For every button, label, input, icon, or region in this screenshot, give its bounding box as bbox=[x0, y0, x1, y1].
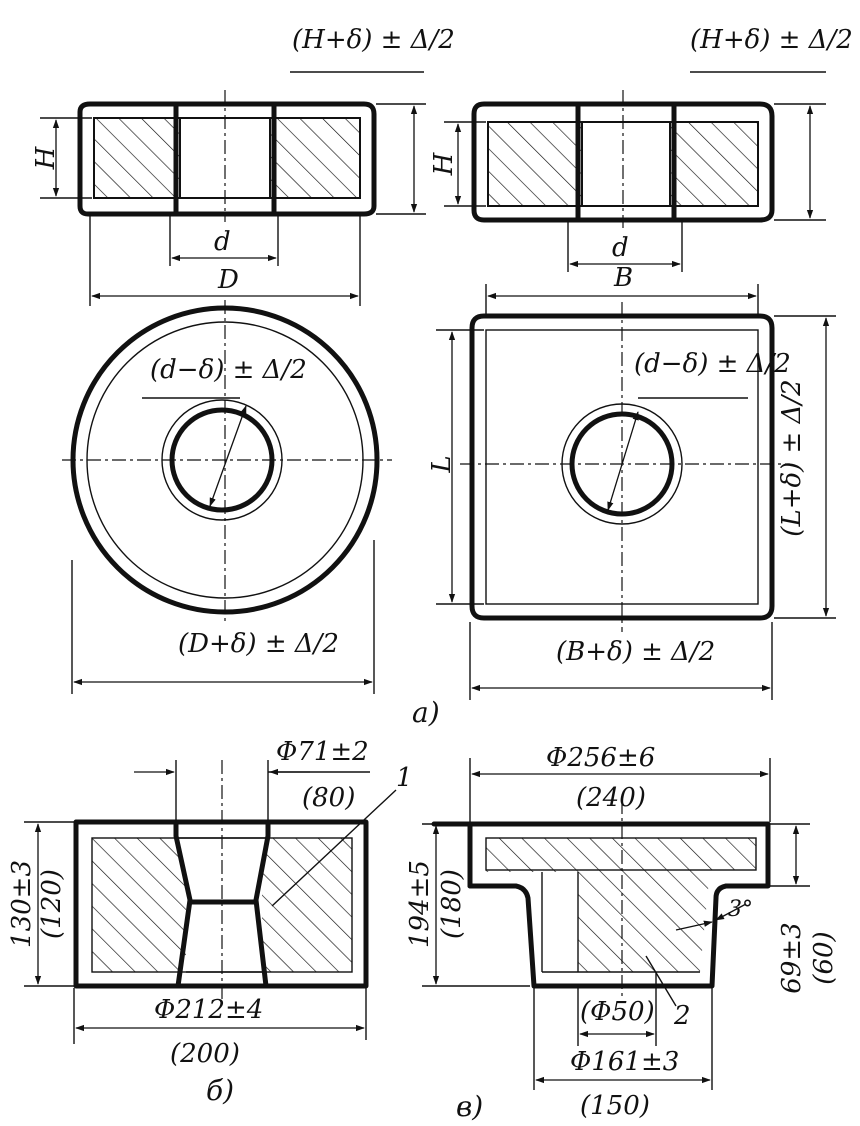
disc-dimensions-elevation: H (H+δ) ± Δ/2 d D bbox=[31, 25, 455, 306]
forging-v-hub-height: 69±3 bbox=[777, 922, 807, 993]
disc-hole-label: d bbox=[214, 227, 231, 257]
block-forged-hole-label: (d−δ) ± Δ/2 bbox=[634, 349, 791, 379]
disc-forged-diameter-label: (D+δ) ± Δ/2 bbox=[178, 629, 339, 659]
disc-height-label: H bbox=[31, 145, 61, 170]
block-plan-view: B L (L+δ) ± Δ/2 (d−δ) ± Δ/2 (B+δ) ± Δ/2 bbox=[427, 263, 836, 700]
forging-v-height-nominal: (180) bbox=[437, 869, 467, 939]
forging-b-diameter: Φ212±4 bbox=[154, 995, 263, 1025]
forging-b-callout: 1 bbox=[396, 763, 413, 793]
forging-v-draft-angle: 3° bbox=[728, 897, 753, 922]
forging-v-hub-nominal: (60) bbox=[809, 931, 839, 984]
forging-b-bore-nominal: (80) bbox=[302, 783, 355, 813]
forging-v-hub-diameter: Φ161±3 bbox=[570, 1047, 679, 1077]
disc-forged-hole-label: (d−δ) ± Δ/2 bbox=[150, 355, 307, 385]
section-v-label: в) bbox=[456, 1090, 483, 1123]
disc-diameter-label: D bbox=[217, 265, 239, 295]
block-section-view bbox=[471, 90, 775, 228]
block-height-label: H bbox=[429, 151, 459, 176]
forging-v-inner-diameter: (Φ50) bbox=[580, 997, 655, 1027]
forging-b-section bbox=[73, 760, 369, 1000]
block-forged-length-label: (L+δ) ± Δ/2 bbox=[777, 379, 807, 536]
forging-v-section bbox=[431, 800, 771, 1000]
block-width-label: B bbox=[613, 263, 633, 293]
disc-section-view bbox=[77, 90, 377, 222]
disc-forged-height-label: (H+δ) ± Δ/2 bbox=[292, 25, 455, 55]
forging-b-dimensions: Φ71±2 (80) 130±3 (120) Φ212±4 (200) 1 bbox=[7, 737, 413, 1069]
forging-b-diameter-nominal: (200) bbox=[170, 1039, 240, 1069]
block-forged-width-label: (B+δ) ± Δ/2 bbox=[556, 637, 715, 667]
forging-b-bore: Φ71±2 bbox=[276, 737, 369, 767]
forging-v-flange-diameter: Φ256±6 bbox=[546, 743, 655, 773]
forging-b-height: 130±3 bbox=[7, 860, 37, 948]
block-forged-height-label: (H+δ) ± Δ/2 bbox=[690, 25, 853, 55]
section-b-label: б) bbox=[206, 1074, 234, 1107]
block-dimensions-elevation: H (H+δ) ± Δ/2 d bbox=[429, 25, 853, 272]
forging-v-callout: 2 bbox=[673, 1001, 691, 1031]
forging-v-flange-nominal: (240) bbox=[576, 783, 646, 813]
block-length-label: L bbox=[427, 455, 457, 473]
section-a-label: а) bbox=[412, 696, 440, 729]
forging-v-dimensions: Φ256±6 (240) 194±5 (180) 69±3 (60) 3° (Φ… bbox=[405, 743, 839, 1121]
block-hole-label: d bbox=[612, 233, 629, 263]
disc-plan-view: (d−δ) ± Δ/2 (D+δ) ± Δ/2 bbox=[62, 300, 392, 694]
forging-v-hub-diameter-nominal: (150) bbox=[580, 1091, 650, 1121]
forging-v-height: 194±5 bbox=[405, 860, 435, 948]
forging-b-height-nominal: (120) bbox=[37, 869, 67, 939]
